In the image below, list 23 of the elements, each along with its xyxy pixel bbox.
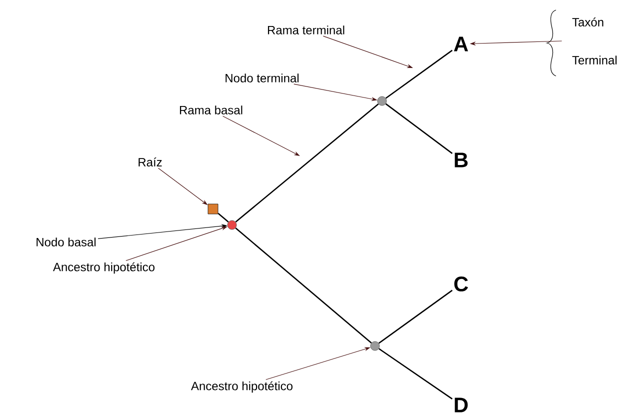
node-circle <box>227 220 237 230</box>
leaf-label: C <box>454 276 468 292</box>
branch-line <box>218 212 229 222</box>
root-square <box>208 204 218 214</box>
taxon-label: Taxón Terminal <box>572 18 617 64</box>
leaf-label: A <box>454 36 468 52</box>
callout-label: Nodo terminal <box>226 74 299 82</box>
branch-line <box>235 228 372 344</box>
leaf-label: B <box>454 152 468 168</box>
node-circle <box>370 341 380 351</box>
branch-line <box>378 348 453 400</box>
branch-line <box>385 50 453 99</box>
branch-line <box>385 103 453 154</box>
callout-label: Rama basal <box>180 106 242 114</box>
leaf-label: D <box>454 398 468 412</box>
branch-line <box>378 290 453 344</box>
callout-label: Nodo basal <box>36 238 96 246</box>
callout-label: Rama terminal <box>268 26 344 34</box>
callout-label: Raíz <box>138 158 162 166</box>
callout-label: Ancestro hipotético <box>191 381 292 393</box>
node-circle <box>377 96 387 106</box>
branch-line <box>235 103 379 222</box>
callout-label: Ancestro hipotético <box>53 262 154 274</box>
